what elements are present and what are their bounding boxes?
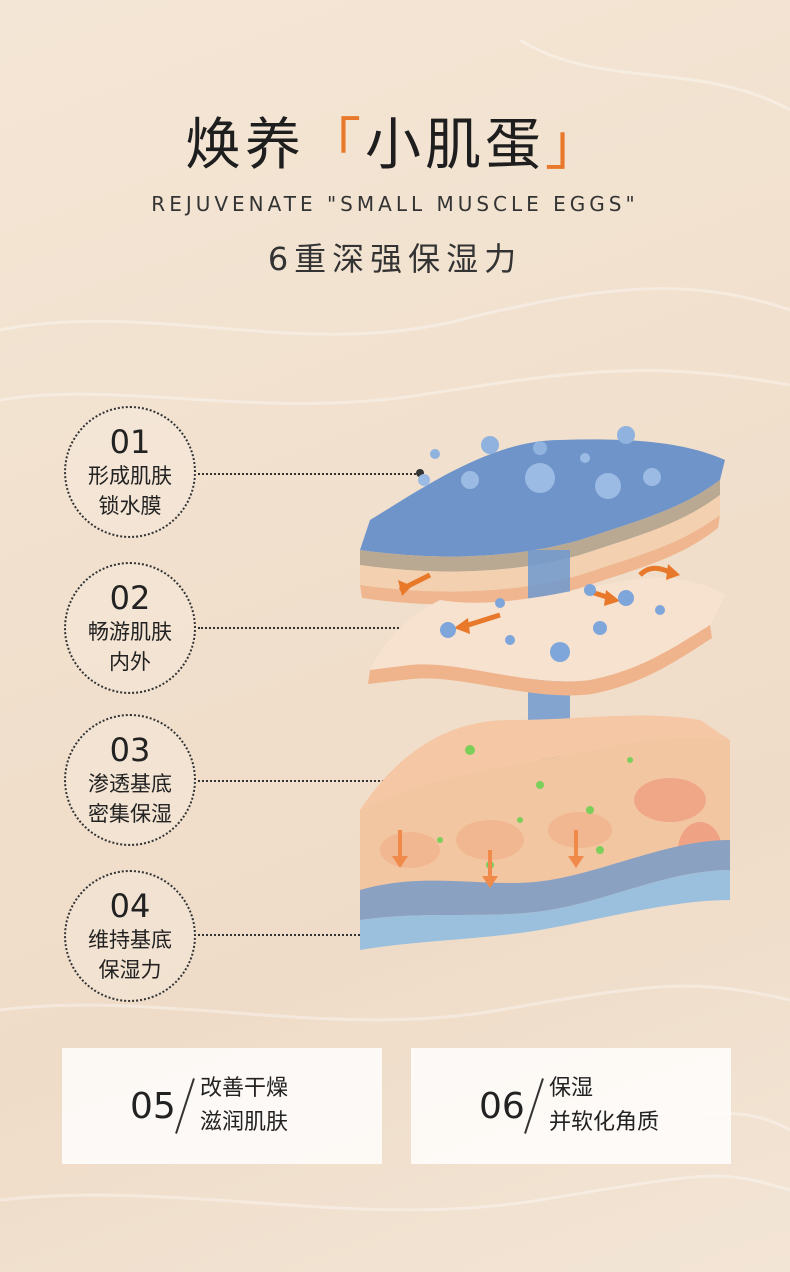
step-circle-04: 04 维持基底 保湿力 bbox=[64, 870, 196, 1002]
step-line2: 锁水膜 bbox=[98, 494, 162, 518]
card-number: 06 bbox=[479, 1085, 525, 1127]
middle-skin-layer bbox=[368, 564, 725, 696]
step-circle-02: 02 畅游肌肤 内外 bbox=[64, 562, 196, 694]
card-line1: 改善干燥 bbox=[200, 1076, 289, 1101]
step-number: 02 bbox=[109, 579, 151, 617]
step-number: 03 bbox=[109, 731, 151, 769]
slash-divider bbox=[524, 1078, 544, 1134]
card-text: 改善干燥 滋润肌肤 bbox=[200, 1072, 288, 1140]
open-bracket: 「 bbox=[305, 113, 365, 178]
title-main: 焕养 bbox=[185, 113, 305, 178]
step-line2: 密集保湿 bbox=[88, 802, 172, 826]
subtitle-english: REJUVENATE "SMALL MUSCLE EGGS" bbox=[151, 192, 639, 216]
leader-line-01 bbox=[198, 473, 420, 475]
page-title: 焕养 「 小肌蛋 」 bbox=[0, 100, 790, 181]
leader-dot-01 bbox=[416, 469, 424, 477]
skin-layers-illustration bbox=[360, 426, 730, 950]
leader-line-04 bbox=[198, 934, 412, 936]
step-circle-03: 03 渗透基底 密集保湿 bbox=[64, 714, 196, 846]
tagline: 6重深强保湿力 bbox=[267, 240, 523, 278]
step-line2: 保湿力 bbox=[98, 958, 162, 982]
card-line1: 保湿 bbox=[549, 1076, 594, 1101]
leader-line-02 bbox=[198, 627, 410, 629]
step-number: 04 bbox=[109, 887, 151, 925]
step-circle-01: 01 形成肌肤 锁水膜 bbox=[64, 406, 196, 538]
close-bracket: 」 bbox=[545, 113, 605, 178]
step-line1: 维持基底 bbox=[88, 928, 172, 952]
step-line2: 内外 bbox=[109, 650, 151, 674]
dermis-block bbox=[360, 715, 730, 950]
step-number: 01 bbox=[109, 423, 151, 461]
step-line1: 渗透基底 bbox=[88, 772, 172, 796]
benefit-card-06: 06 保湿 并软化角质 bbox=[411, 1048, 731, 1164]
slash-divider bbox=[175, 1078, 195, 1134]
leader-line-03 bbox=[198, 780, 412, 782]
card-number: 05 bbox=[130, 1085, 176, 1127]
step-line1: 畅游肌肤 bbox=[88, 620, 172, 644]
card-line2: 滋润肌肤 bbox=[200, 1110, 289, 1135]
card-line2: 并软化角质 bbox=[549, 1110, 660, 1135]
step-line1: 形成肌肤 bbox=[88, 464, 172, 488]
title-brand: 小肌蛋 bbox=[365, 113, 545, 178]
benefit-card-05: 05 改善干燥 滋润肌肤 bbox=[62, 1048, 382, 1164]
card-text: 保湿 并软化角质 bbox=[549, 1072, 659, 1140]
